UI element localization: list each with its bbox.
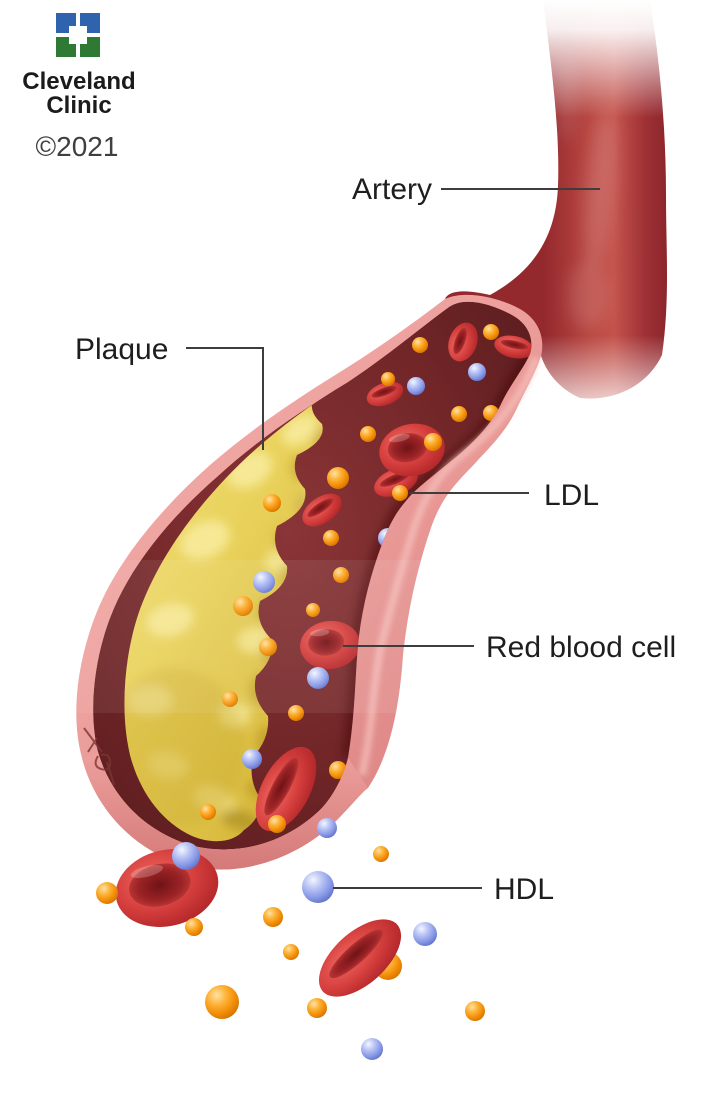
red-blood-cell bbox=[255, 746, 317, 832]
logo-bracket-top-right bbox=[80, 13, 100, 33]
hdl-particle bbox=[413, 922, 437, 946]
spill-hdl-group bbox=[172, 818, 437, 1060]
ldl-particle bbox=[306, 603, 320, 617]
ldl-particle bbox=[451, 406, 467, 422]
ldl-particle bbox=[327, 467, 349, 489]
cleveland-clinic-logo-mark bbox=[56, 13, 100, 57]
hdl-particle bbox=[307, 667, 329, 689]
logo-line1: Cleveland bbox=[22, 68, 135, 95]
inner-wall-highlight bbox=[358, 356, 540, 776]
ldl-particle bbox=[268, 815, 286, 833]
ldl-particle bbox=[373, 846, 389, 862]
lumen-ldl-group bbox=[200, 324, 499, 820]
logo-bracket-bottom-left bbox=[56, 37, 76, 57]
logo-bracket-bottom-right bbox=[80, 37, 100, 57]
logo-bracket-top-left bbox=[56, 13, 76, 33]
ldl-particle bbox=[381, 372, 395, 386]
logo-copyright: ©2021 bbox=[36, 131, 119, 162]
logo-line2: Clinic bbox=[46, 92, 111, 119]
red-blood-cell bbox=[366, 381, 404, 407]
artery-lumen-group bbox=[93, 301, 532, 850]
spill-rbc-group bbox=[115, 849, 402, 997]
spill-ldl-group bbox=[96, 815, 485, 1021]
lumen-rbc-group bbox=[255, 322, 532, 832]
ldl-particle bbox=[424, 433, 442, 451]
signature-kp bbox=[83, 727, 115, 786]
ldl-particle bbox=[96, 882, 118, 904]
ldl-label: LDL bbox=[544, 479, 599, 512]
ldl-particle bbox=[323, 530, 339, 546]
light-band-overlay bbox=[55, 560, 475, 713]
hdl-particle bbox=[468, 363, 486, 381]
red-blood-cell bbox=[302, 493, 342, 527]
ldl-particle bbox=[259, 638, 277, 656]
ldl-particle bbox=[329, 761, 347, 779]
ldl-particle bbox=[333, 567, 349, 583]
ldl-particle bbox=[288, 705, 304, 721]
red-blood-cell bbox=[448, 322, 478, 362]
ldl-particle bbox=[263, 494, 281, 512]
ldl-particle bbox=[360, 426, 376, 442]
red-blood-cell bbox=[318, 919, 402, 997]
cleveland-clinic-logo: Cleveland Clinic ©2021 bbox=[22, 13, 136, 162]
ldl-particle bbox=[392, 485, 408, 501]
ldl-particle bbox=[307, 998, 327, 1018]
ldl-particle bbox=[263, 907, 283, 927]
ldl-particle bbox=[205, 985, 239, 1019]
hdl-particle bbox=[253, 571, 275, 593]
artery-mouth-rim bbox=[82, 752, 368, 870]
artery-sheen bbox=[568, 261, 608, 329]
hdl-particle bbox=[317, 818, 337, 838]
ldl-particle bbox=[412, 337, 428, 353]
red-blood-cell bbox=[300, 620, 360, 670]
ldl-particle bbox=[185, 918, 203, 936]
hdl-particle bbox=[407, 377, 425, 395]
hdl-particle bbox=[361, 1038, 383, 1060]
plaque-leader-line bbox=[186, 347, 264, 450]
ldl-particle bbox=[222, 691, 238, 707]
red-blood-cell bbox=[115, 849, 219, 927]
ldl-particle bbox=[233, 596, 253, 616]
hdl-particle bbox=[242, 749, 262, 769]
ldl-particle bbox=[200, 804, 216, 820]
ldl-particle bbox=[283, 944, 299, 960]
hdl-label: HDL bbox=[494, 873, 554, 906]
artery-label: Artery bbox=[352, 173, 432, 206]
hdl-particle bbox=[302, 871, 334, 903]
red-blood-cell bbox=[494, 335, 532, 359]
red-blood-cell-label: Red blood cell bbox=[486, 631, 676, 664]
ldl-particle bbox=[483, 324, 499, 340]
plaque-label: Plaque bbox=[75, 333, 168, 366]
top-fade bbox=[430, 0, 720, 118]
hdl-particle bbox=[172, 842, 200, 870]
ldl-particle bbox=[465, 1001, 485, 1021]
tube-bottom-fade bbox=[522, 335, 720, 485]
